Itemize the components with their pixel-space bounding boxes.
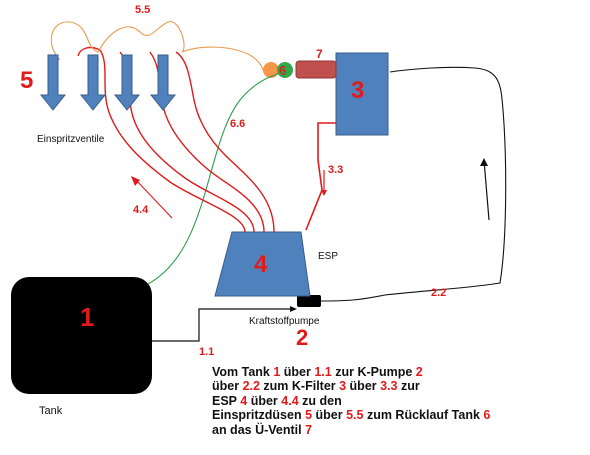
caption-text-run: über xyxy=(212,379,243,394)
caption-line: an das Ü-Ventil 7 xyxy=(212,423,582,437)
label-1-1: 1.1 xyxy=(199,346,214,358)
line-arrowhead xyxy=(321,190,327,196)
filter-number: 3 xyxy=(351,77,364,104)
caption-line: Vom Tank 1 über 1.1 zur K-Pumpe 2 xyxy=(212,365,582,379)
tank-shape xyxy=(11,277,152,394)
caption-text-run: an das Ü-Ventil xyxy=(212,422,306,437)
caption-text-run: Vom Tank xyxy=(212,365,274,379)
caption-number: 4.4 xyxy=(281,393,299,408)
esp-label: ESP xyxy=(318,251,338,262)
esp-shape xyxy=(214,231,311,297)
caption-line: Einspritzdüsen 5 über 5.5 zum Rücklauf T… xyxy=(212,408,582,422)
line-return-orange xyxy=(50,21,264,71)
label-4-4: 4.4 xyxy=(133,204,149,216)
caption-number: 3 xyxy=(339,379,347,394)
caption-text-run: über xyxy=(312,408,347,423)
line-arrowhead xyxy=(480,158,488,166)
pump-number: 2 xyxy=(296,325,308,350)
line-arrowhead xyxy=(290,306,297,312)
caption-text-run: zum Rücklauf Tank xyxy=(363,408,484,423)
label-3-3: 3.3 xyxy=(328,164,343,176)
injectors-number: 5 xyxy=(20,67,33,94)
label-2-2: 2.2 xyxy=(431,287,446,299)
line-filter-to-esp xyxy=(305,122,336,231)
injectors-label: Einspritzventile xyxy=(37,134,105,145)
label-5-5: 5.5 xyxy=(135,4,150,16)
caption-text-run: über xyxy=(247,393,282,408)
line-return-green xyxy=(147,71,291,285)
caption-number: 7 xyxy=(305,422,313,437)
line-arrowhead xyxy=(131,176,140,186)
label-6-6: 6.6 xyxy=(230,118,245,130)
tank-number: 1 xyxy=(80,302,94,332)
orange-ball xyxy=(263,62,279,78)
esp-number: 4 xyxy=(254,251,268,278)
caption-text-run: zur K-Pumpe xyxy=(331,365,416,379)
caption-text-run: zur xyxy=(397,379,420,394)
caption-number: 1 xyxy=(273,365,281,379)
return-number-6: 6 xyxy=(279,63,286,78)
injector-arrow-1 xyxy=(39,54,67,111)
line-tank-to-pump xyxy=(152,308,290,342)
caption-text-run: über xyxy=(346,379,381,394)
valve-7-shape xyxy=(295,60,337,79)
line-esp-to-injector-4 xyxy=(175,51,275,233)
valve-7-number: 7 xyxy=(316,47,323,61)
caption-number: 4 xyxy=(240,393,248,408)
line-pump-to-filter xyxy=(320,66,507,302)
injector-arrow-4 xyxy=(149,54,177,111)
caption-text-run: über xyxy=(280,365,315,379)
pump-label: Kraftstoffpumpe xyxy=(249,316,320,327)
caption-number: 1.1 xyxy=(314,365,332,379)
caption-text-run: zum K-Filter xyxy=(259,379,340,394)
injector-arrow-2 xyxy=(79,54,107,111)
caption-text-run: ESP xyxy=(212,393,241,408)
line-2-2-up-arrow xyxy=(483,159,490,221)
caption-number: 6 xyxy=(483,408,491,423)
caption-number: 2.2 xyxy=(242,379,260,394)
caption-number: 5 xyxy=(305,408,313,423)
caption-text-run: Einspritzdüsen xyxy=(212,408,306,423)
caption-text-run: zu den xyxy=(298,393,342,408)
injector-arrow-3 xyxy=(113,54,141,111)
tank-label: Tank xyxy=(39,405,63,417)
caption-line: über 2.2 zum K-Filter 3 über 3.3 zur xyxy=(212,379,582,393)
caption-number: 2 xyxy=(415,365,423,379)
filter-shape xyxy=(335,52,389,136)
line-esp-to-injector-1 xyxy=(77,46,246,233)
injector-arrows xyxy=(39,54,177,111)
line-4-4-arrow xyxy=(135,179,173,219)
caption-line: ESP 4 über 4.4 zu den xyxy=(212,394,582,408)
green-ball xyxy=(277,62,293,78)
caption-number: 3.3 xyxy=(380,379,398,394)
pump-shape xyxy=(297,295,321,307)
caption-number: 5.5 xyxy=(346,408,364,423)
